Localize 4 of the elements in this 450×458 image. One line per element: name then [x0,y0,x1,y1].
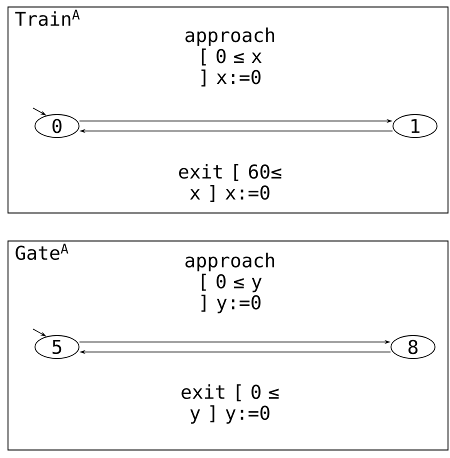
edge-label: exit [ 60≤ x ] x:=0 [179,164,282,202]
edge-label: approach [ 0 ≤ x ] x:=0 [185,28,274,86]
edge-label: exit [ 0 ≤ y ] y:=0 [182,384,279,424]
edge-label: approach [ 0 ≤ y ] y:=0 [185,252,274,314]
